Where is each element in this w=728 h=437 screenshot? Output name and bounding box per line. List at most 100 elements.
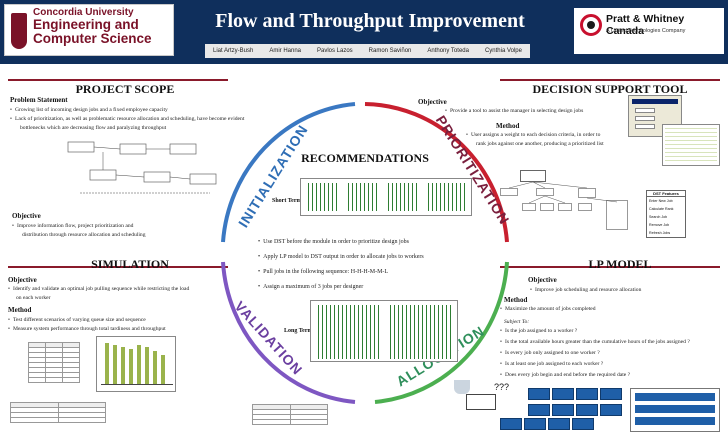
process-flow-diagram — [67, 141, 217, 194]
poster-title: Flow and Throughput Improvement — [215, 10, 525, 32]
recommendation-item: Assign a maximum of 3 jobs per designer — [258, 283, 478, 292]
dst-method: rank jobs against one another, producing… — [476, 141, 604, 147]
subject-to-label: Subject To: — [504, 319, 530, 325]
scope-objective-item: Improve information flow, project priori… — [12, 222, 232, 231]
long-term-layout-diagram — [310, 300, 458, 362]
author: Anthony Toteda — [427, 48, 469, 54]
subcriteria-node — [522, 203, 536, 211]
sponsor-name: Pratt & Whitney Canada — [606, 13, 685, 37]
dst-feature: Calculate Rank — [649, 207, 674, 211]
university-crest-icon — [11, 13, 27, 49]
worker-node — [528, 388, 550, 400]
university-name: Concordia University — [33, 7, 134, 18]
allocation-arc — [374, 261, 509, 404]
concordia-logo: Concordia University Engineering and Com… — [4, 4, 174, 56]
lp-constraint: Does every job begin and end before the … — [500, 371, 720, 380]
dialog-button — [635, 124, 655, 129]
criteria-node — [500, 188, 518, 196]
lp-constraint: Is the job assigned to a worker ? — [500, 327, 720, 336]
dst-feature: Refresh Jobs — [649, 231, 671, 235]
pw-eagle-icon — [580, 14, 602, 36]
chart-bar — [113, 345, 117, 385]
divider — [500, 266, 720, 268]
lp-constraint: Is at least one job assigned to each wor… — [500, 360, 720, 369]
decision-support-title: DECISION SUPPORT TOOL — [532, 82, 688, 96]
chart-bar — [121, 347, 125, 385]
sim-objective-heading: Objective — [8, 276, 37, 284]
input-jobs-box — [466, 394, 496, 410]
initialization-arc — [221, 102, 356, 243]
lp-method: Maximize the amount of jobs completed — [500, 305, 700, 314]
worker-node — [576, 388, 598, 400]
author: Ramon Saviñon — [368, 48, 412, 54]
recommendation-item: Pull jobs in the following sequence: H-H… — [258, 268, 478, 277]
chart-bar — [105, 343, 109, 385]
dst-feature: Remove Job — [649, 223, 670, 227]
long-term-label: Long Term — [284, 328, 313, 334]
criteria-node — [536, 188, 554, 196]
short-term-layout-diagram — [300, 178, 472, 216]
sim-method: Measure system performance through total… — [8, 325, 238, 334]
short-term-label: Short Term — [272, 198, 302, 204]
subcriteria-node — [606, 200, 628, 230]
author: Liat Artzy-Bush — [212, 48, 254, 54]
worker-node — [500, 418, 522, 430]
author: Amir Hanna — [269, 48, 302, 54]
worker-node — [524, 418, 546, 430]
dst-features-box: DST Features Enter New Job Calculate Ran… — [646, 190, 686, 238]
author: Pavlos Lazos — [317, 48, 353, 54]
sim-objective: Identify and validate an optimal job pul… — [8, 285, 238, 294]
lp-output-panel — [630, 388, 720, 432]
dst-objective: Provide a tool to assist the manager in … — [445, 107, 615, 116]
dialog-button — [635, 116, 655, 121]
department-name: Engineering and Computer Science — [33, 17, 152, 46]
prioritization-arc — [364, 102, 509, 243]
dialog-titlebar — [632, 99, 678, 104]
dst-objective-heading: Objective — [418, 98, 447, 106]
chart-bar — [161, 355, 165, 385]
sim-objective: on each worker — [16, 295, 51, 301]
chart-bar — [145, 347, 149, 385]
problem-item: Lack of prioritization, as well as probl… — [10, 115, 310, 124]
dst-features-title: DST Features — [647, 191, 685, 197]
problem-item: bottlenecks which are decreasing flow an… — [20, 125, 167, 131]
scenario-distribution-table — [10, 402, 106, 423]
worker-node — [572, 418, 594, 430]
divider — [8, 266, 228, 268]
scenario-table — [28, 342, 80, 383]
subcriteria-node — [540, 203, 554, 211]
poster-header: Concordia University Engineering and Com… — [0, 0, 728, 64]
lp-constraint: Is the total available hours greater tha… — [500, 338, 720, 347]
worker-node — [576, 404, 598, 416]
chart-bar — [153, 351, 157, 385]
author: Cynthia Volpe — [484, 48, 522, 54]
lp-objective-heading: Objective — [528, 276, 557, 284]
project-scope-title: PROJECT SCOPE — [75, 82, 175, 96]
recommendation-item: Use DST before the module in order to pr… — [258, 238, 478, 247]
scope-objective-item: distribution through resource allocation… — [22, 232, 146, 238]
dst-feature: Enter New Job — [649, 199, 673, 203]
simulation-bar-chart — [96, 336, 176, 392]
worker-node — [528, 404, 550, 416]
lp-constraint: Is every job only assigned to one worker… — [500, 349, 720, 358]
lp-method-heading: Method — [504, 296, 528, 304]
dst-method-heading: Method — [496, 122, 520, 130]
divider — [8, 79, 228, 81]
problem-item: Growing list of incoming design jobs and… — [10, 106, 300, 115]
lp-objective: Improve job scheduling and resource allo… — [530, 286, 720, 295]
sponsor-tagline: A United Technologies Company — [606, 28, 686, 34]
funnel-icon — [454, 380, 470, 394]
simulation-title: SIMULATION — [91, 257, 169, 271]
unknown-marker: ??? — [494, 382, 510, 392]
chart-bar — [129, 349, 133, 385]
recommendations-title: RECOMMENDATIONS — [301, 151, 429, 165]
hierarchy-root-node — [520, 170, 546, 182]
subcriteria-node — [578, 203, 592, 211]
chart-bar — [137, 345, 141, 385]
worker-node — [600, 388, 622, 400]
pratt-whitney-logo: Pratt & Whitney Canada A United Technolo… — [574, 8, 724, 54]
sim-method: Test different scenarios of varying queu… — [8, 316, 238, 325]
hierarchy-connectors — [508, 181, 618, 204]
worker-node — [552, 404, 574, 416]
scope-objective-heading: Objective — [12, 212, 41, 220]
